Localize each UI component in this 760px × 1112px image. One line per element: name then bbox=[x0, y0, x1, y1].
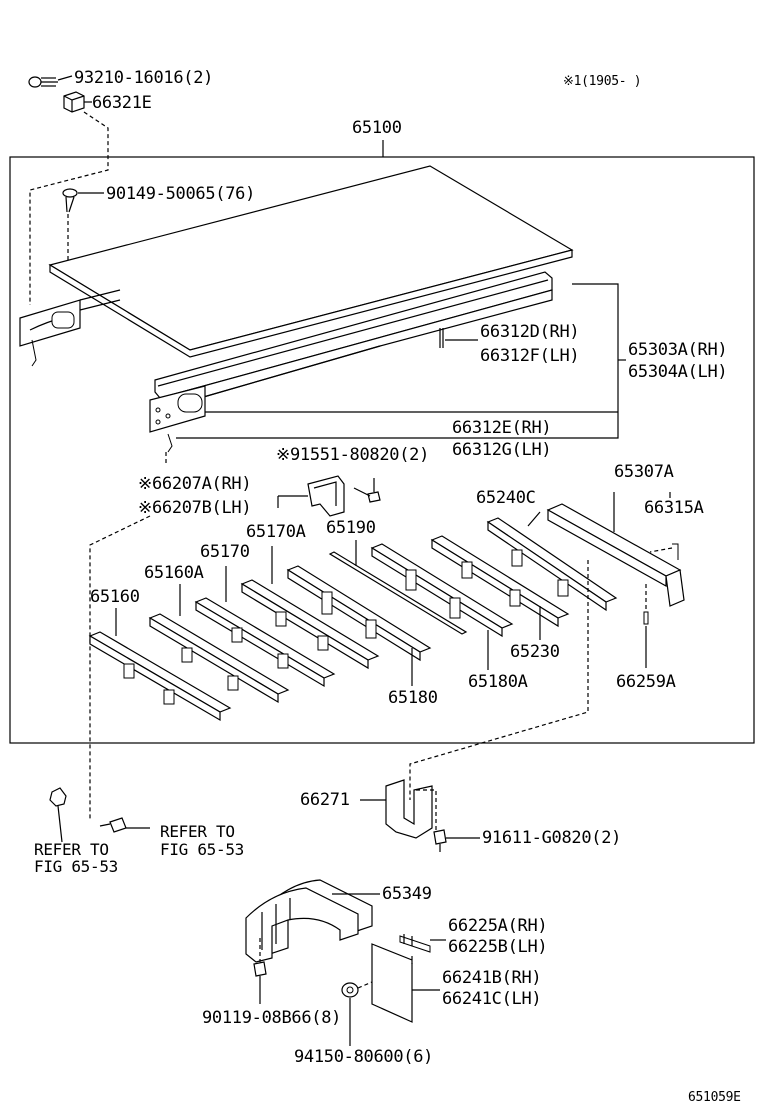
bracket-66207-icon bbox=[307, 475, 345, 517]
label-65230: 65230 bbox=[510, 642, 560, 662]
label-65303A: 65303A(RH) bbox=[628, 340, 728, 360]
label-65170: 65170 bbox=[200, 542, 250, 562]
refer-to-2-line1: REFER TO bbox=[160, 822, 235, 841]
cross-members-icon bbox=[88, 503, 685, 722]
figure-id: 651059E bbox=[688, 1090, 741, 1105]
nut-66321E-icon bbox=[63, 91, 85, 113]
label-90119: 90119-08B66(8) bbox=[202, 1008, 342, 1028]
label-65160A: 65160A bbox=[144, 563, 204, 583]
label-66312G: 66312G(LH) bbox=[452, 440, 552, 460]
label-91611: 91611-G0820(2) bbox=[482, 828, 622, 848]
clip-ref1-icon bbox=[49, 787, 67, 807]
label-65307A: 65307A bbox=[614, 462, 674, 482]
bracket-66225-icon bbox=[399, 934, 431, 953]
label-66312F: 66312F(LH) bbox=[480, 346, 580, 366]
nut-94150-icon bbox=[341, 982, 359, 998]
label-93210: 93210-16016(2) bbox=[74, 68, 214, 88]
label-66271: 66271 bbox=[300, 790, 350, 810]
label-66259A: 66259A bbox=[616, 672, 676, 692]
label-65160: 65160 bbox=[90, 587, 140, 607]
bolt-93210-icon bbox=[28, 76, 58, 88]
label-66312D: 66312D(RH) bbox=[480, 322, 580, 342]
label-66312E: 66312E(RH) bbox=[452, 418, 552, 438]
corner-bracket-front-icon bbox=[149, 385, 206, 433]
mudflap-66241-icon bbox=[371, 943, 413, 1023]
label-66241B: 66241B(RH) bbox=[442, 968, 542, 988]
label-65190: 65190 bbox=[326, 518, 376, 538]
label-66207B: ※66207B(LH) bbox=[138, 498, 252, 518]
label-91551: ※91551-80820(2) bbox=[276, 445, 430, 465]
label-66207A: ※66207A(RH) bbox=[138, 474, 252, 494]
label-66225B: 66225B(LH) bbox=[448, 937, 548, 957]
label-66321E: 66321E bbox=[92, 93, 152, 113]
label-65304A: 65304A(LH) bbox=[628, 362, 728, 382]
bolt-ref2-icon bbox=[99, 817, 127, 833]
refer-to-1-line2: FIG 65-53 bbox=[34, 857, 118, 876]
side-bracket-back-icon bbox=[19, 289, 121, 367]
screw-90149-icon bbox=[62, 188, 78, 213]
label-94150: 94150-80600(6) bbox=[294, 1047, 434, 1067]
note-range: ※1(1905- ) bbox=[563, 74, 642, 89]
floor-panel-icon bbox=[48, 165, 574, 358]
label-65100: 65100 bbox=[352, 118, 402, 138]
bolt-91551-icon bbox=[353, 487, 381, 503]
label-90149: 90149-50065(76) bbox=[106, 184, 256, 204]
label-66241C: 66241C(LH) bbox=[442, 989, 542, 1009]
refer-to-2-line2: FIG 65-53 bbox=[160, 840, 244, 859]
u-bolt-66271-icon bbox=[385, 779, 433, 839]
refer-to-1-line1: REFER TO bbox=[34, 840, 109, 859]
hook-66312E-icon bbox=[167, 433, 173, 453]
bolt-90119-icon bbox=[253, 961, 267, 1004]
label-65240C: 65240C bbox=[476, 488, 536, 508]
label-65170A: 65170A bbox=[246, 522, 306, 542]
label-66315A: 66315A bbox=[644, 498, 704, 518]
assembly-65100-frame bbox=[9, 156, 755, 744]
label-65180: 65180 bbox=[388, 688, 438, 708]
pin-66259A-icon bbox=[643, 611, 649, 625]
pin-66315A-icon bbox=[672, 543, 679, 560]
label-65349: 65349 bbox=[382, 884, 432, 904]
label-65180A: 65180A bbox=[468, 672, 528, 692]
label-66225A: 66225A(RH) bbox=[448, 916, 548, 936]
mudguard-65349-icon bbox=[245, 879, 373, 963]
nut-91611-icon bbox=[433, 829, 447, 852]
